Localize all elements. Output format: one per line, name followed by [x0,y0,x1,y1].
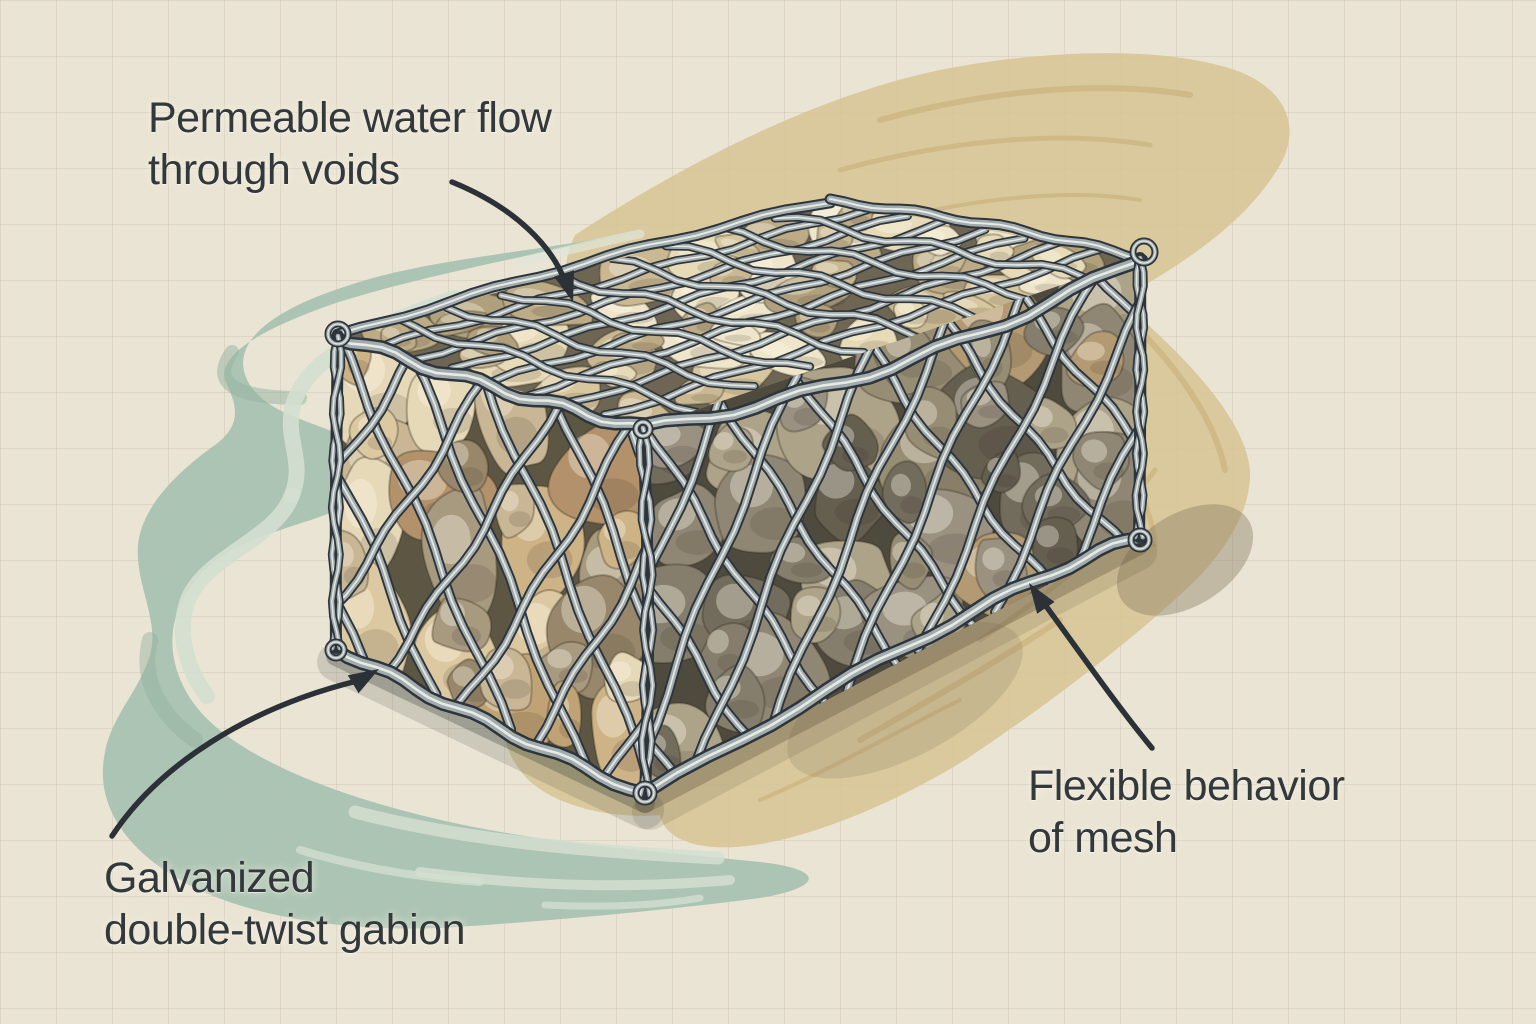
annotation-text-line: Galvanized [104,854,315,902]
annotation-text-line: double-twist gabion [104,906,466,955]
annotation-permeable-water-flow: Permeable water flow through voids [148,92,552,197]
gabion-basket [324,193,1159,806]
annotation-flexible-mesh: Flexible behavior of mesh [1028,760,1345,865]
annotation-text-line: of mesh [1028,814,1178,863]
annotation-text-line: through voids [148,146,400,195]
wire-mesh-left-face [336,336,645,795]
wire-frame-edges [324,193,1159,806]
wire-mesh-top-face [372,205,1105,419]
annotation-arrows [109,179,1155,839]
annotation-text-line: Flexible behavior [1028,762,1345,810]
annotation-galvanized-gabion: Galvanized double-twist gabion [104,852,466,957]
water-stream [102,229,809,929]
annotation-text-line: Permeable water flow [148,94,552,142]
